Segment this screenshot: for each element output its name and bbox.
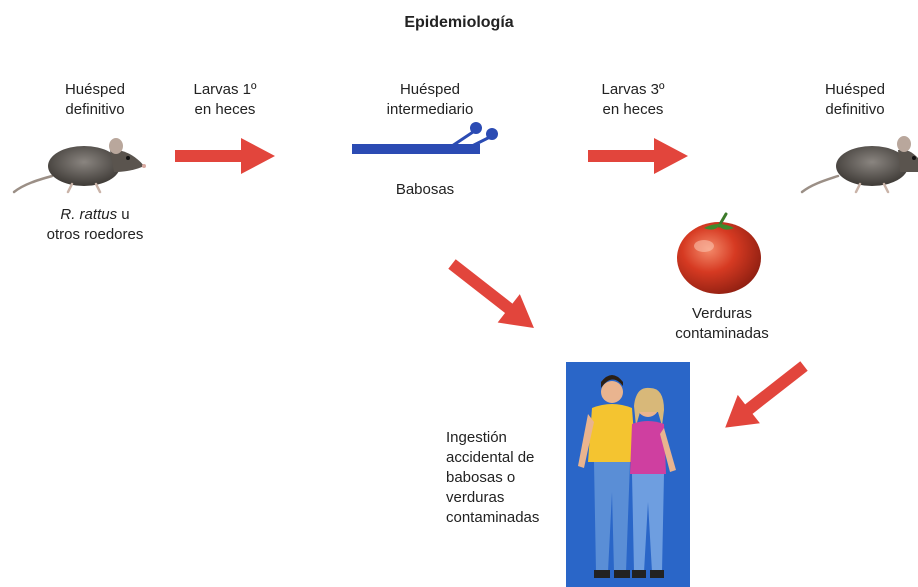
- rat-icon-right: [800, 136, 918, 194]
- ingestion-line2: accidental de: [446, 449, 535, 466]
- larvae-third-line1: Larvas 3º: [601, 81, 665, 98]
- arrow-to-intermediate: [175, 138, 275, 174]
- vegetables-line2: contaminadas: [675, 325, 769, 342]
- ingestion-line4: verduras: [446, 489, 505, 506]
- definitive-host-right-line1: Huésped: [824, 81, 886, 98]
- ingestion-line5: contaminadas: [446, 509, 540, 526]
- intermediate-host-label: Huésped intermediario: [360, 80, 500, 120]
- ingestion-line1: Ingestión: [446, 429, 507, 446]
- definitive-host-right-line2: definitivo: [825, 101, 885, 118]
- people-icon: [566, 362, 690, 587]
- definitive-host-left-label: Huésped definitivo: [30, 80, 160, 120]
- arrow-slug-to-human: [448, 259, 534, 329]
- rat-icon: [12, 138, 146, 194]
- intermediate-host-line2: intermediario: [386, 101, 474, 118]
- definitive-host-right-label: Huésped definitivo: [800, 80, 910, 120]
- larvae-third-label: Larvas 3º en heces: [578, 80, 688, 120]
- larvae-first-label: Larvas 1º en heces: [170, 80, 280, 120]
- tomato-icon: [677, 212, 761, 294]
- other-rodents-label: otros roedores: [46, 226, 144, 243]
- vegetables-line1: Verduras: [691, 305, 753, 322]
- definitive-host-left-species: R. rattus u otros roedores: [20, 205, 170, 245]
- species-suffix: u: [121, 206, 130, 223]
- arrow-vegetables-to-human: [725, 361, 808, 428]
- slug-caption: Babosas: [395, 181, 455, 198]
- species-name: R. rattus: [60, 206, 118, 223]
- ingestion-line3: babosas o: [446, 469, 516, 486]
- definitive-host-left-line1: Huésped: [64, 81, 126, 98]
- vegetables-label: Verduras contaminadas: [652, 304, 792, 344]
- ingestion-label: Ingestión accidental de babosas o verdur…: [446, 428, 566, 528]
- diagram-title: Epidemiología: [404, 14, 514, 31]
- definitive-host-left-line2: definitivo: [65, 101, 125, 118]
- larvae-first-line2: en heces: [194, 101, 256, 118]
- arrow-to-definitive-right: [588, 138, 688, 174]
- intermediate-host-line1: Huésped: [399, 81, 461, 98]
- larvae-first-line1: Larvas 1º: [193, 81, 257, 98]
- larvae-third-line2: en heces: [602, 101, 664, 118]
- slug-icon: [352, 122, 498, 154]
